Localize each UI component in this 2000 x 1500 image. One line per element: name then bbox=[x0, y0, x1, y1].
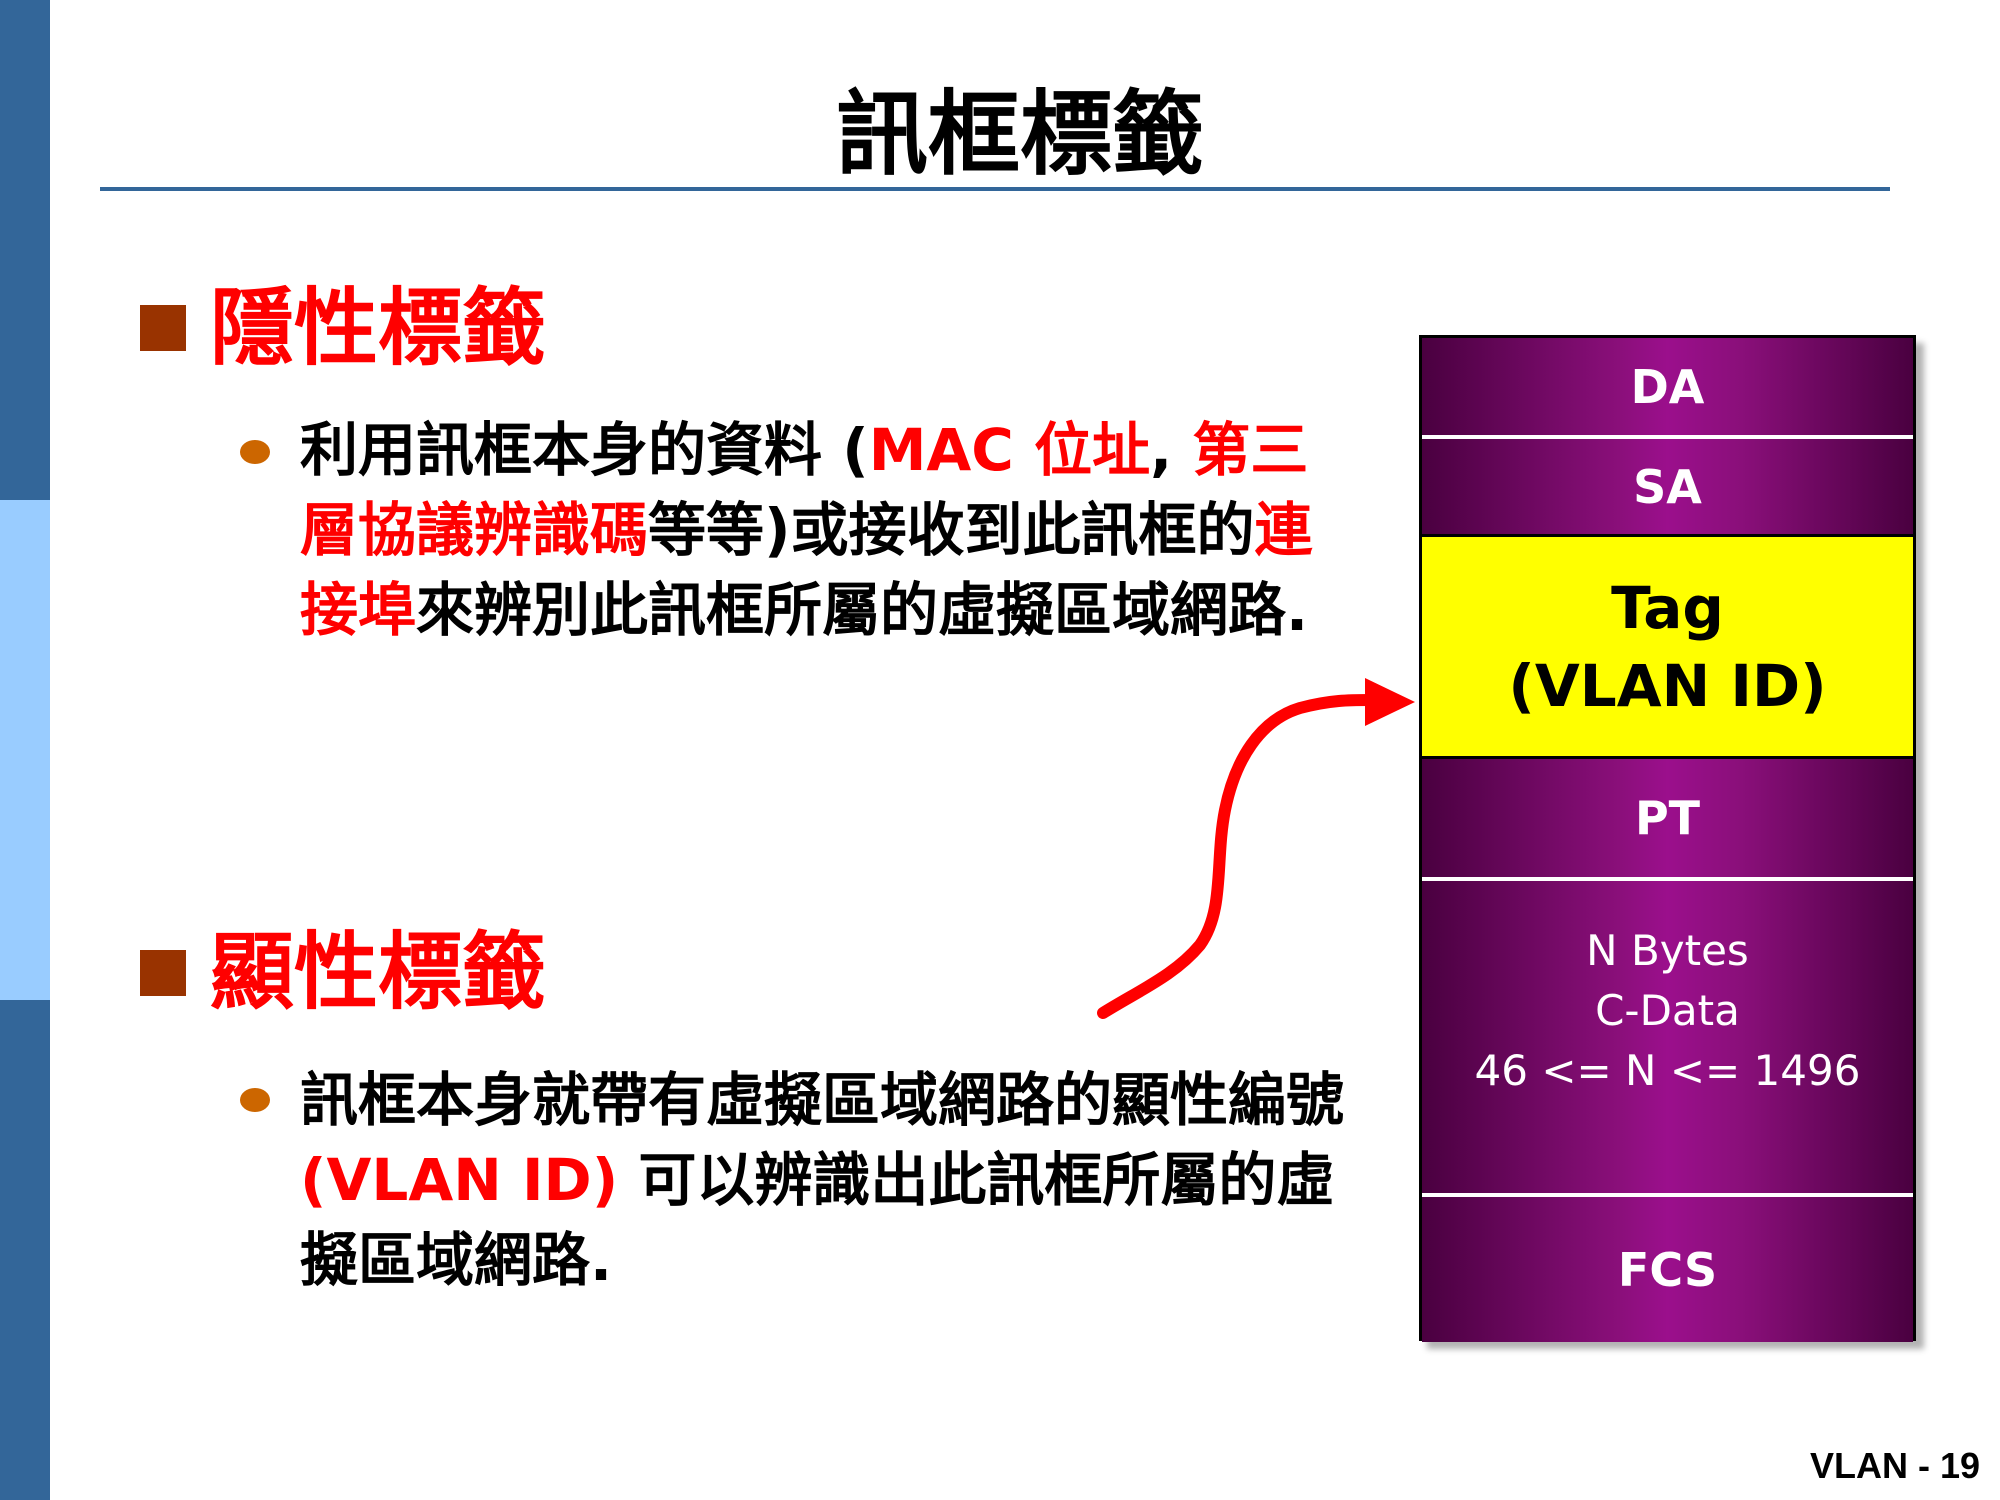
implicit-tag-description: 利用訊框本身的資料 (MAC 位址, 第三層協議辨識碼等等)或接收到此訊框的連接… bbox=[300, 416, 1313, 644]
heading-explicit-tag: 顯性標籤 bbox=[210, 923, 547, 1021]
title-divider bbox=[100, 187, 1890, 191]
side-bar-bottom bbox=[0, 1000, 50, 1500]
field-da: DA bbox=[1422, 338, 1913, 435]
field-fcs: FCS bbox=[1422, 1193, 1913, 1342]
arrow-shaft bbox=[1097, 694, 1376, 1019]
explicit-tag-description: 訊框本身就帶有虛擬區域網路的顯性編號 (VLAN ID) 可以辨識出此訊框所屬的… bbox=[300, 1066, 1345, 1294]
square-bullet-icon bbox=[140, 950, 186, 996]
vlan-frame-diagram: DA SA Tag (VLAN ID) PT N Bytes C-Data 46… bbox=[1419, 335, 1916, 1342]
slide-title: 訊框標籤 bbox=[835, 81, 1204, 188]
side-bar-top bbox=[0, 0, 50, 500]
square-bullet-icon bbox=[140, 305, 186, 351]
field-pt: PT bbox=[1422, 759, 1913, 877]
field-data: N Bytes C-Data 46 <= N <= 1496 bbox=[1422, 877, 1913, 1193]
round-bullet-icon bbox=[240, 440, 270, 464]
field-sa: SA bbox=[1422, 435, 1913, 535]
round-bullet-icon bbox=[240, 1088, 270, 1112]
field-tag: Tag (VLAN ID) bbox=[1422, 534, 1913, 759]
heading-implicit-tag: 隱性標籤 bbox=[210, 279, 547, 377]
page-number: VLAN - 19 bbox=[1809, 1445, 1980, 1486]
side-bar-middle bbox=[0, 500, 50, 1000]
arrow-head-icon bbox=[1365, 678, 1415, 726]
